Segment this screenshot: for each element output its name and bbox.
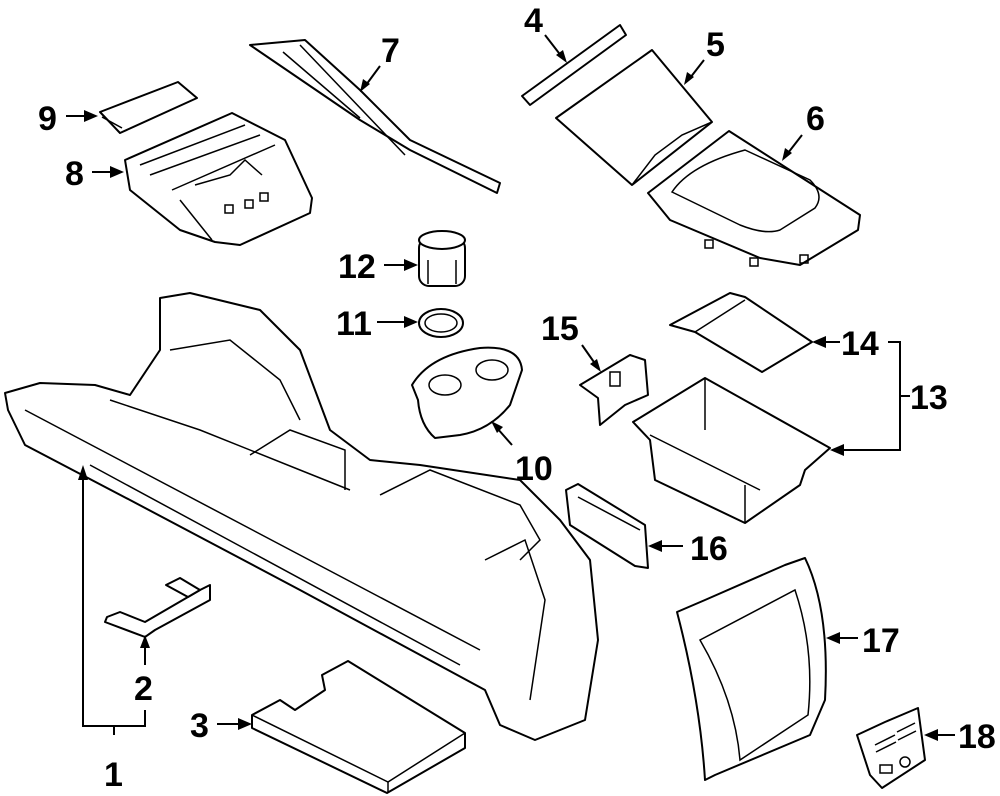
part-16-panel [565,483,649,569]
part-14-liner [669,292,813,373]
arrow-12 [404,259,418,271]
callout-3: 3 [190,707,209,745]
arrow-14 [812,336,826,348]
callout-7: 7 [381,32,400,70]
part-10-cup-holder [411,346,523,439]
callout-18: 18 [958,718,996,756]
part-9-pad [99,81,198,134]
callout-10: 10 [515,450,553,488]
callout-13: 13 [910,379,948,417]
part-11-ring [418,308,464,338]
arrow-8 [110,166,124,178]
callout-15: 15 [541,310,579,348]
part-18-vent [856,707,926,789]
part-1-console-body [4,292,599,741]
callout-1: 1 [104,756,123,794]
arrow-18 [924,729,938,741]
leader-5 [689,59,705,79]
part-7-trim-strip [249,39,501,194]
part-4-strip [521,24,627,106]
callout-2: 2 [134,670,153,708]
leader-lines [66,34,955,741]
callouts: 1 2 3 4 5 6 7 8 9 10 11 12 13 14 15 16 1… [38,2,996,794]
leader-7 [365,65,381,86]
arrow-17 [826,632,840,644]
callout-4: 4 [524,2,543,40]
arrow-6 [782,148,792,161]
callout-11: 11 [336,305,372,343]
leader-10 [496,427,513,446]
part-5-mat [555,49,713,186]
callout-6: 6 [806,100,825,138]
part-8-switch-panel [124,112,313,246]
arrow-7 [360,79,370,92]
leader-6 [787,134,803,154]
callout-8: 8 [65,155,84,193]
callout-9: 9 [38,100,57,138]
part-6-shift-bezel [647,130,861,267]
arrow-15 [590,359,601,372]
arrow-5 [684,72,694,85]
part-15-bracket [579,354,649,426]
callout-12: 12 [338,248,376,286]
part-17-trim-frame [676,557,827,781]
callout-5: 5 [706,26,725,64]
callout-14: 14 [841,325,879,363]
arrow-1 [78,465,88,480]
arrow-9 [84,110,98,122]
part-3-floor-pad [251,660,466,794]
part-12-cup-insert [418,230,466,287]
arrow-4 [556,50,567,63]
part-13-storage-box [632,377,831,524]
arrow-2 [140,635,150,648]
arrow-10 [491,421,503,433]
arrow-3 [238,718,252,730]
arrow-11 [404,316,418,328]
part-2-bracket [104,577,211,638]
arrow-13 [830,444,844,456]
callout-16: 16 [690,530,728,568]
callout-17: 17 [862,622,900,660]
arrow-16 [648,540,662,552]
